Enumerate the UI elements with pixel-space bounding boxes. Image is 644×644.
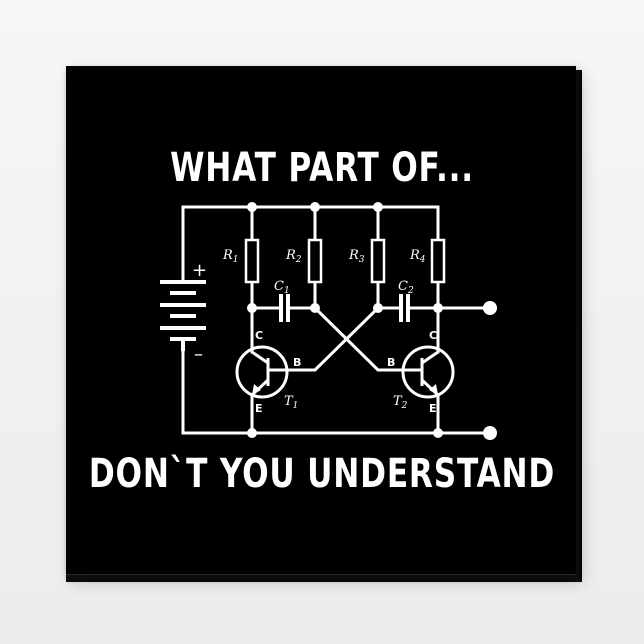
capacitor-c1-plate-a — [279, 294, 283, 322]
output-terminal-bottom — [483, 426, 497, 440]
capacitor-c2-plate-b — [406, 294, 410, 322]
transistor-t2-icon — [401, 345, 455, 399]
resistor-r2-icon — [307, 238, 323, 284]
junction-dots — [247, 202, 497, 440]
capacitor-c1-plate-b — [286, 294, 290, 322]
capacitor-c2-plate-a — [399, 294, 403, 322]
t2-pin-base: B — [387, 356, 395, 369]
battery-plus-sign: + — [192, 260, 207, 281]
label-r4: R4 — [409, 248, 426, 265]
label-r3: R3 — [348, 248, 365, 265]
t2-pin-collector: C — [429, 329, 437, 342]
canvas-bottom-edge — [66, 574, 576, 582]
t1-pin-emitter: E — [255, 402, 263, 415]
t1-pin-base: B — [293, 356, 301, 369]
battery-minus-sign: – — [194, 344, 203, 365]
resistor-r3-icon — [370, 238, 386, 284]
t2-pin-emitter: E — [429, 402, 437, 415]
canvas-print — [66, 66, 576, 574]
label-r2: R2 — [285, 248, 302, 265]
label-t2: T2 — [393, 394, 408, 411]
resistors — [244, 238, 446, 284]
label-t1: T1 — [284, 394, 298, 411]
battery-icon — [160, 280, 206, 351]
label-r1: R1 — [222, 248, 239, 265]
resistor-r4-icon — [430, 238, 446, 284]
resistor-r1-icon — [244, 238, 260, 284]
headline-top: WHAT PART OF... — [170, 145, 474, 191]
label-c1: C1 — [274, 279, 290, 296]
transistor-t1-emitter-arrow — [252, 384, 261, 395]
canvas-side-edge — [576, 70, 582, 582]
capacitors — [279, 294, 410, 322]
output-terminal-top — [483, 301, 497, 315]
label-c2: C2 — [398, 279, 414, 296]
t1-pin-collector: C — [255, 329, 263, 342]
headline-bottom: DON`T YOU UNDERSTAND — [88, 451, 556, 497]
transistor-t1-icon — [235, 345, 289, 399]
transistor-t2-emitter-arrow — [429, 384, 438, 395]
